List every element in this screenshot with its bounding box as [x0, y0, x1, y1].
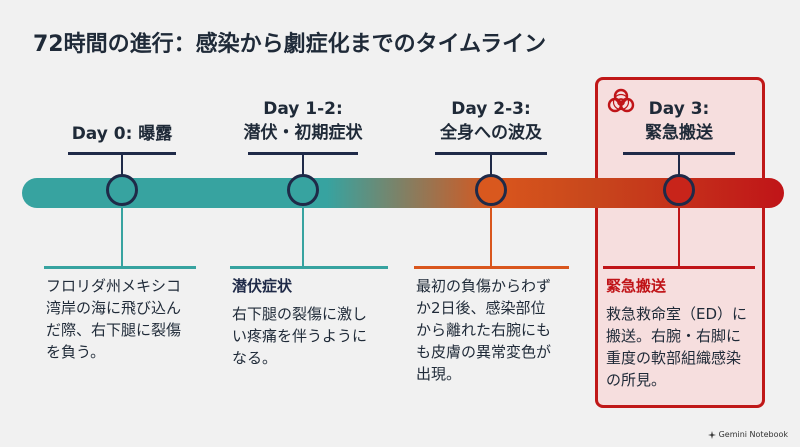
stage-3-desc-line-2: か2日後、感染部位: [416, 299, 546, 317]
stage-4-bottom-line: [603, 266, 755, 269]
stage-3-label-line-1: Day 2-3:: [451, 99, 531, 119]
biohazard-icon: [607, 88, 635, 113]
stage-1-description: フロリダ州メキシコ 湾岸の海に飛び込ん だ際、右下腿に裂傷 を負う。: [46, 275, 181, 363]
footer-brand-label: Gemini Notebook: [718, 430, 788, 439]
stage-2-description: 右下腿の裂傷に激し い疼痛を伴うように なる。: [232, 303, 367, 369]
stage-3-stem-down: [490, 208, 492, 266]
stage-1-label-line-1: Day 0: 曝露: [71, 124, 173, 144]
stage-4-desc-title: 緊急搬送: [606, 277, 667, 295]
stage-2-label-line-1: Day 1-2:: [263, 99, 343, 119]
stage-3-desc-line-1: 最初の負傷からわず: [416, 277, 552, 295]
slide-title: 72時間の進行：感染から劇症化までのタイムライン: [33, 32, 547, 57]
stage-2-desc-line-3: なる。: [232, 349, 278, 367]
stage-1-node: [106, 174, 138, 206]
stage-1-stem-down: [121, 208, 123, 266]
stage-1-desc-line-3: だ際、右下腿に裂傷: [46, 321, 182, 339]
stage-2-desc-line-2: い疼痛を伴うように: [232, 327, 368, 345]
stage-4-stem-up: [678, 152, 680, 178]
stage-3-label: Day 2-3: 全身への波及: [420, 97, 562, 145]
stage-2-stem-up: [302, 152, 304, 178]
stage-4-desc-line-2: 搬送。右腕・右脚に: [606, 327, 742, 345]
sparkle-icon: [707, 430, 716, 439]
stage-4-desc-line-1: 救急救命室（ED）に: [606, 305, 748, 323]
stage-3-description: 最初の負傷からわず か2日後、感染部位 から離れた右腕にも も皮膚の異常変色が …: [416, 275, 551, 385]
stage-2-desc-line-1: 右下腿の裂傷に激し: [232, 305, 368, 323]
footer-brand: Gemini Notebook: [707, 430, 788, 439]
stage-4-node: [663, 174, 695, 206]
stage-4-desc-line-3: 重度の軟部組織感染: [606, 349, 742, 367]
stage-3-node: [475, 174, 507, 206]
stage-2-label-line-2: 潜伏・初期症状: [243, 123, 363, 143]
stage-4-label: Day 3: 緊急搬送: [614, 97, 744, 145]
stage-1-bottom-line: [44, 266, 196, 269]
stage-3-bottom-line: [414, 266, 569, 269]
stage-3-stem-up: [490, 152, 492, 178]
stage-1-label: Day 0: 曝露: [52, 122, 192, 146]
stage-2-stem-down: [302, 208, 304, 266]
stage-2-desc-title: 潜伏症状: [232, 277, 293, 295]
stage-1-desc-line-1: フロリダ州メキシコ: [46, 277, 182, 295]
stage-4-label-line-1: Day 3:: [648, 99, 710, 119]
stage-1-desc-line-4: を負う。: [46, 343, 106, 361]
stage-2-label: Day 1-2: 潜伏・初期症状: [228, 97, 378, 145]
stage-4-highlight-box: [595, 77, 765, 408]
stage-4-desc-line-4: の所見。: [606, 371, 667, 389]
stage-4-stem-down: [678, 208, 680, 266]
stage-2-bottom-line: [230, 266, 388, 269]
stage-3-desc-line-5: 出現。: [416, 365, 462, 383]
timeline-bar: [22, 178, 784, 208]
stage-3-desc-line-3: から離れた右腕にも: [416, 321, 552, 339]
stage-1-stem-up: [121, 152, 123, 178]
stage-3-desc-line-4: も皮膚の異常変色が: [416, 343, 552, 361]
stage-3-label-line-2: 全身への波及: [440, 123, 542, 143]
stage-4-description: 救急救命室（ED）に 搬送。右腕・右脚に 重度の軟部組織感染 の所見。: [606, 303, 747, 391]
stage-4-label-line-2: 緊急搬送: [645, 123, 713, 143]
stage-2-node: [287, 174, 319, 206]
stage-1-desc-line-2: 湾岸の海に飛び込ん: [46, 299, 182, 317]
